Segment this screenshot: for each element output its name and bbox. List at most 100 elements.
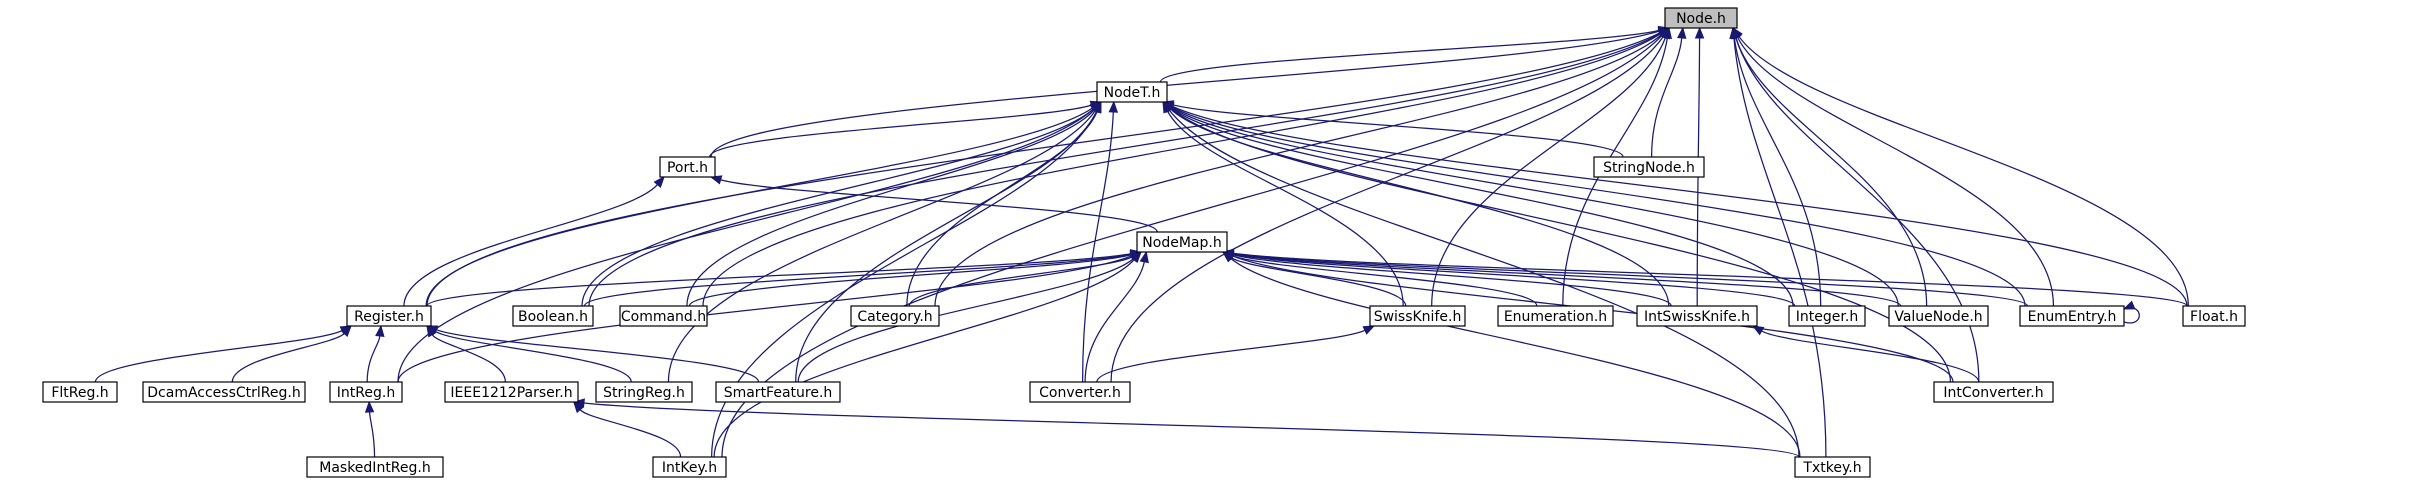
edge-dcamaccessctrlreg-h-to-register-h-arrowhead (340, 325, 352, 337)
node-category-h[interactable]: Category.h (850, 305, 940, 327)
node-nodet-h[interactable]: NodeT.h (1096, 81, 1168, 103)
node-txtkey-h[interactable]: Txtkey.h (1794, 456, 1871, 478)
edge-integer-h-to-node-h (1733, 37, 1822, 307)
node-boolean-h[interactable]: Boolean.h (512, 305, 594, 327)
node-box (850, 305, 940, 327)
edge-intconverter-h-to-intswissknife-h-arrowhead (1751, 325, 1765, 336)
node-box (595, 381, 693, 403)
edge-stringnode-h-to-node-h (1650, 37, 1683, 158)
edge-txtkey-h-to-nodemap-h-arrowhead (1221, 251, 1235, 263)
node-box (2019, 305, 2125, 327)
node-box (444, 381, 579, 403)
node-register-h[interactable]: Register.h (346, 305, 432, 327)
node-label: Converter.h (1039, 385, 1121, 401)
node-valuenode-h[interactable]: ValueNode.h (1888, 305, 1989, 327)
edge-converter-h-to-swissknife-h-arrowhead (1362, 325, 1376, 335)
node-stringnode-h[interactable]: StringNode.h (1593, 156, 1705, 178)
node-enumentry-h[interactable]: EnumEntry.h (2019, 305, 2125, 327)
node-maskedintreg-h[interactable]: MaskedIntReg.h (306, 456, 444, 478)
edge-txtkey-h-to-ieee1212parser-h (583, 402, 1800, 458)
node-label: IntSwissKnife.h (1644, 309, 1750, 325)
edge-register-h-to-nodet-h (425, 107, 1094, 307)
node-intkey-h[interactable]: IntKey.h (652, 456, 727, 478)
node-label: EnumEntry.h (2028, 309, 2117, 325)
edge-command-h-to-nodet-h (686, 109, 1095, 307)
edge-smartfeature-h-to-register-h (436, 329, 760, 383)
node-box (512, 305, 594, 327)
node-label: Enumeration.h (1504, 309, 1607, 325)
node-box (1933, 381, 2054, 403)
node-port-h[interactable]: Port.h (659, 156, 716, 178)
node-box (142, 381, 306, 403)
edge-category-h-to-nodet-h (906, 111, 1098, 307)
node-command-h[interactable]: Command.h (619, 305, 708, 327)
node-smartfeature-h[interactable]: SmartFeature.h (715, 381, 841, 403)
node-float-h[interactable]: Float.h (2182, 305, 2246, 327)
node-intswissknife-h[interactable]: IntSwissKnife.h (1636, 305, 1758, 327)
node-node-h[interactable]: Node.h (1664, 7, 1738, 29)
edge-txtkey-h-to-ieee1212parser-h-arrowhead (572, 398, 585, 408)
edge-maskedintreg-h-to-intreg-h (368, 411, 376, 458)
edge-fltreg-h-to-register-h (94, 329, 343, 383)
edge-stringnode-h-to-nodet-h (1172, 104, 1624, 158)
node-box (329, 381, 403, 403)
node-box (1593, 156, 1705, 178)
edge-valuenode-h-to-nodemap-h (1232, 253, 1902, 307)
node-label: MaskedIntReg.h (319, 460, 430, 476)
node-integer-h[interactable]: Integer.h (1788, 305, 1866, 327)
node-box (2182, 305, 2246, 327)
edge-enumeration-h-to-nodemap-h (1232, 255, 1538, 307)
edge-converter-h-to-nodet-h-arrowhead (1108, 100, 1119, 113)
node-label: NodeT.h (1104, 85, 1161, 101)
edge-ieee1212parser-h-to-register-h (431, 334, 506, 383)
node-box (42, 381, 118, 403)
edge-smartfeature-h-to-register-h-arrowhead (425, 325, 439, 335)
edge-stringreg-h-to-nodet-h (667, 109, 1097, 383)
node-box (1794, 456, 1871, 478)
edge-float-h-to-nodemap-h (1232, 252, 2188, 307)
edge-intreg-h-to-register-h (366, 335, 381, 383)
node-fltreg-h[interactable]: FltReg.h (42, 381, 118, 403)
edge-stringreg-h-to-register-h (435, 330, 632, 383)
node-box (1029, 381, 1131, 403)
edge-smartfeature-h-to-nodemap-h (797, 258, 1134, 383)
edge-float-h-to-node-h (1738, 35, 2189, 307)
edge-intswissknife-h-to-nodet-h (1169, 108, 1670, 307)
node-label: StringReg.h (603, 385, 685, 401)
node-box (619, 305, 708, 327)
edge-valuenode-h-to-node-h (1735, 37, 1928, 307)
node-dcamaccessctrlreg-h[interactable]: DcamAccessCtrlReg.h (142, 381, 306, 403)
node-label: StringNode.h (1603, 160, 1695, 176)
edge-integer-h-to-nodet-h (1170, 107, 1794, 307)
edge-category-h-to-nodemap-h (908, 256, 1133, 307)
edge-enumentry-h-to-enumentry-h (2123, 307, 2140, 324)
edge-intkey-h-to-nodemap-h-arrowhead (1130, 250, 1142, 263)
edge-stringreg-h-to-nodet-h-arrowhead (1091, 100, 1102, 114)
edge-converter-h-to-nodet-h (1081, 111, 1114, 383)
node-box (1136, 231, 1228, 253)
node-label: Integer.h (1796, 309, 1858, 325)
node-box (306, 456, 444, 478)
edge-txtkey-h-to-nodet-h (1168, 109, 1800, 458)
node-label: Txtkey.h (1802, 460, 1861, 476)
node-ieee1212parser-h[interactable]: IEEE1212Parser.h (444, 381, 579, 403)
node-label: Command.h (621, 309, 706, 325)
node-nodemap-h[interactable]: NodeMap.h (1136, 231, 1228, 253)
edge-intkey-h-to-node-h (721, 34, 1663, 458)
edge-intreg-h-to-register-h-arrowhead (375, 324, 385, 337)
node-intreg-h[interactable]: IntReg.h (329, 381, 403, 403)
node-label: FltReg.h (51, 385, 108, 401)
node-label: Float.h (2190, 309, 2238, 325)
node-box (715, 381, 841, 403)
node-label: SwissKnife.h (1374, 309, 1462, 325)
edge-port-h-to-nodet-h (709, 104, 1092, 158)
edge-txtkey-h-to-node-h (1733, 37, 1827, 458)
node-converter-h[interactable]: Converter.h (1029, 381, 1131, 403)
node-intconverter-h[interactable]: IntConverter.h (1933, 381, 2054, 403)
node-enumeration-h[interactable]: Enumeration.h (1497, 305, 1614, 327)
node-swissknife-h[interactable]: SwissKnife.h (1369, 305, 1466, 327)
node-stringreg-h[interactable]: StringReg.h (595, 381, 693, 403)
edge-converter-h-to-node-h (1110, 35, 1664, 383)
